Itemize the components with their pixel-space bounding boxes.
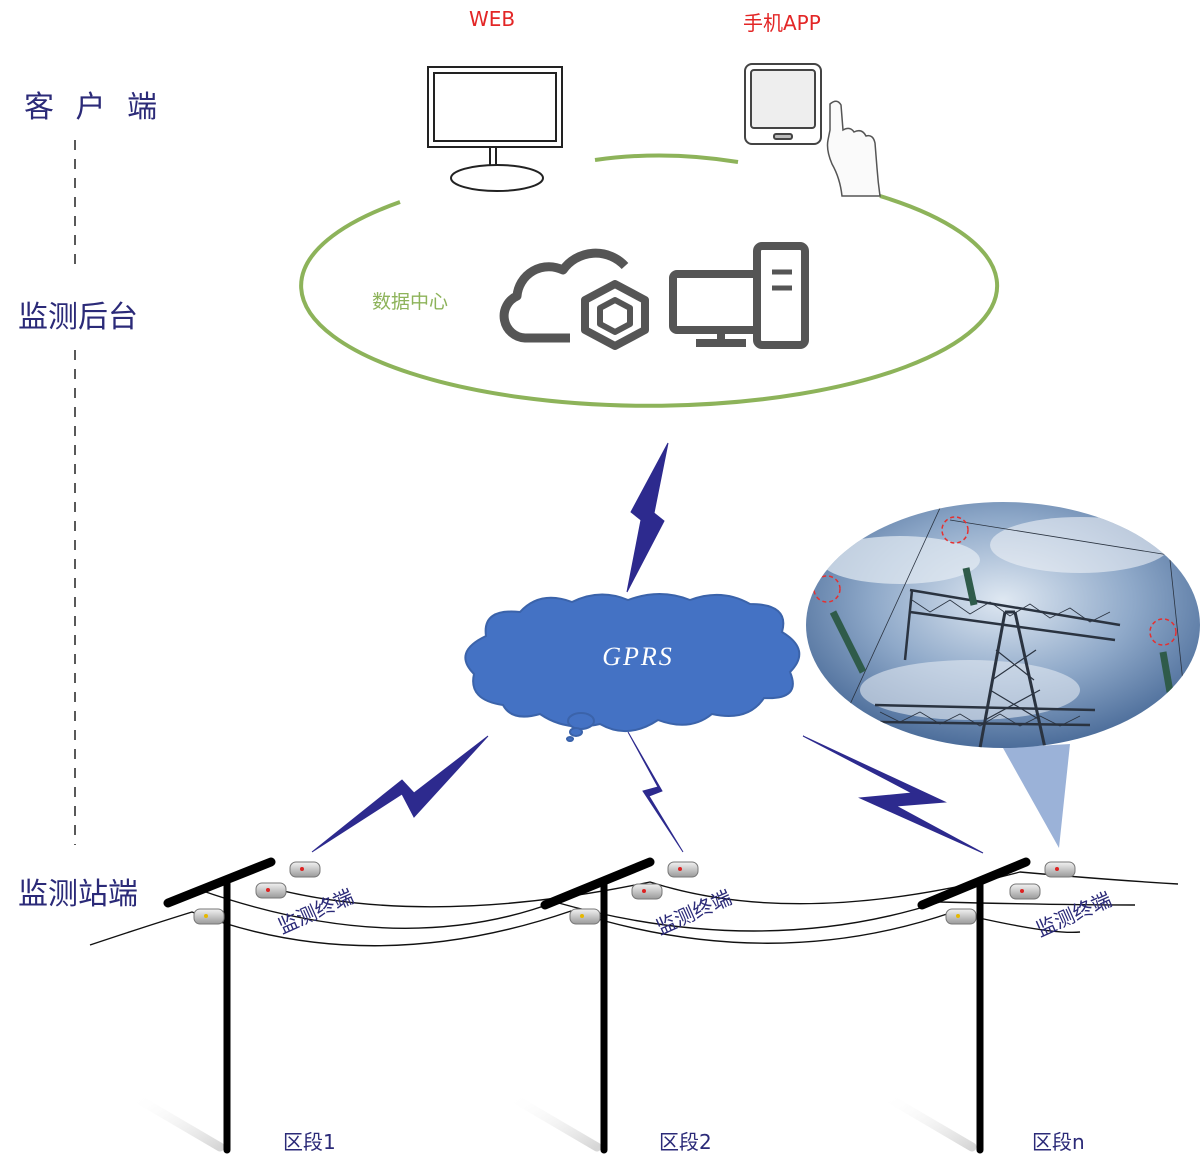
monitor-icon	[427, 66, 563, 192]
app-label: 手机APP	[743, 11, 821, 35]
power-lines	[89, 871, 1179, 947]
segment-label-n: 区段n	[1032, 1130, 1085, 1154]
cloud-server-icon	[499, 248, 649, 350]
web-label: WEB	[469, 7, 516, 31]
utility-poles	[163, 857, 1031, 1154]
tier-label-client: 客 户 端	[24, 90, 164, 125]
gprs-cloud	[464, 593, 801, 742]
gprs-label: GPRS	[602, 642, 674, 671]
computer-icon	[669, 242, 809, 349]
segment-label-1: 区段1	[283, 1130, 336, 1154]
tier-label-backend: 监测后台	[18, 300, 138, 335]
datacenter-label: 数据中心	[372, 291, 448, 313]
tablet-icon	[744, 63, 822, 145]
monitoring-terminals	[193, 861, 1076, 925]
datacenter-ring	[299, 153, 1000, 408]
hand-icon	[826, 100, 881, 197]
terminal-group-1	[193, 861, 321, 925]
callout-pointer	[1003, 744, 1070, 848]
segment-label-2: 区段2	[659, 1130, 712, 1154]
pole-shadows	[128, 1091, 977, 1152]
terminal-group-2	[569, 861, 699, 925]
terminal-group-n	[945, 861, 1076, 925]
terminal-label-n: 监测终端	[1032, 887, 1115, 941]
wireless-link-icon	[311, 442, 984, 854]
tier-label-station: 监测站端	[18, 877, 138, 912]
tower-photo	[806, 502, 1200, 848]
